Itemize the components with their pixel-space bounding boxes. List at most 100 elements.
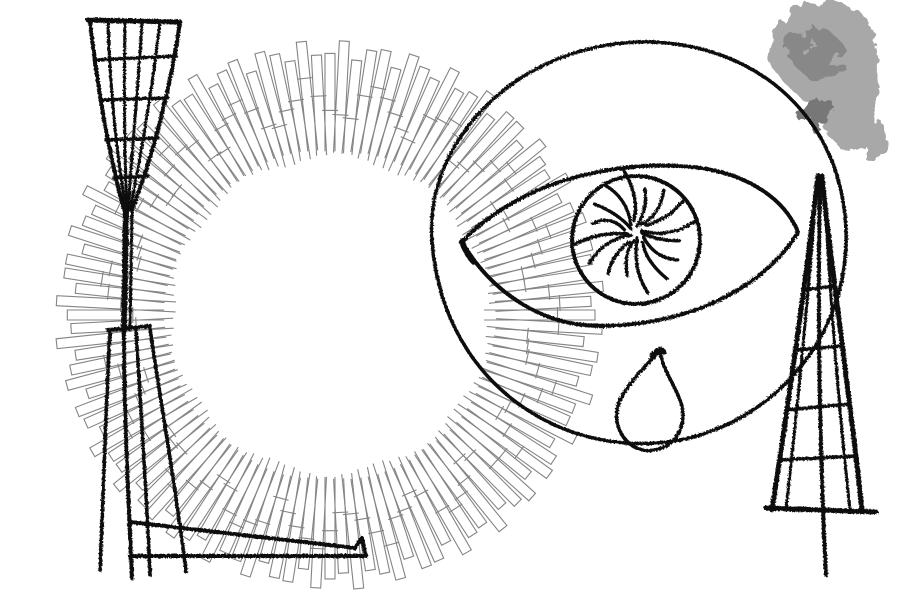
ring-hatch — [404, 87, 465, 181]
ring-hatch — [103, 180, 196, 241]
ring-hatch — [357, 466, 391, 575]
ring-hatch — [107, 400, 194, 463]
ring-tick — [159, 144, 172, 157]
ring-tick — [298, 537, 315, 540]
ring-tick — [222, 507, 237, 517]
iris-ray — [640, 240, 669, 281]
ring-tick — [448, 503, 463, 514]
ring-hatch — [405, 451, 473, 556]
ring-tick — [535, 362, 541, 379]
ring-hatch — [414, 448, 478, 539]
ring-hatch — [449, 421, 537, 502]
iris-ray — [622, 169, 638, 222]
ring-tick — [536, 387, 544, 404]
ring-hatch — [55, 295, 177, 313]
ring-tick — [254, 519, 271, 526]
ring-hatch — [478, 367, 577, 415]
bracket-left — [128, 520, 368, 558]
ring-tick — [214, 122, 229, 132]
ring-hatch — [439, 120, 525, 206]
ring-hatch — [435, 433, 507, 511]
iris-ray — [592, 202, 633, 231]
ring-tick — [199, 480, 214, 491]
ring-tick — [488, 456, 501, 470]
ring-tick — [397, 506, 413, 513]
ring-hatch — [245, 70, 285, 159]
ring-hatch — [492, 335, 599, 363]
ring-tick — [309, 547, 326, 550]
ring-hatch — [227, 58, 279, 171]
ring-hatch — [216, 69, 268, 167]
ring-tick — [454, 490, 468, 501]
ring-hatch — [449, 138, 547, 221]
iris-ray — [641, 235, 680, 262]
ring-tick — [434, 116, 450, 126]
ring-tick — [489, 159, 502, 173]
ring-hatch — [447, 408, 533, 481]
ring-hatch — [125, 129, 219, 216]
ring-hatch — [466, 192, 563, 249]
ring-tick — [457, 475, 471, 487]
ring-hatch — [135, 416, 217, 492]
iris-ray — [606, 240, 631, 276]
ring-hatch — [137, 427, 218, 508]
eye — [459, 163, 801, 329]
ring-hatch — [384, 467, 433, 570]
ring-hatch — [183, 93, 247, 182]
ring-tick — [278, 108, 295, 113]
ring-hatch — [460, 155, 547, 223]
ring-tick — [100, 270, 104, 287]
ring-tick — [514, 445, 525, 460]
ring-tick — [149, 193, 160, 208]
ring-hatch — [485, 325, 585, 348]
ring-hatch — [387, 76, 441, 176]
ring-hatch — [230, 457, 280, 563]
ring-hatch — [372, 53, 420, 169]
ring-tick — [228, 521, 245, 529]
ring-hatch — [64, 253, 170, 287]
ring-tick — [175, 144, 188, 156]
ring-hatch — [200, 453, 264, 563]
iris-ray — [639, 188, 666, 227]
ring-hatch — [341, 59, 363, 155]
ring-hatch — [239, 471, 285, 578]
ring-hatch — [388, 456, 445, 563]
ring-tick — [368, 529, 385, 535]
ring-tick — [422, 113, 438, 123]
ring-tick — [530, 216, 538, 232]
ring-hatch — [384, 65, 431, 162]
ring-hatch — [164, 438, 232, 518]
ring-hatch — [367, 473, 407, 581]
ring-tick — [227, 98, 243, 107]
ring-hatch — [324, 477, 336, 580]
ring-hatch — [486, 351, 580, 387]
ring-hatch — [333, 478, 350, 574]
woven-cone-right — [763, 173, 879, 577]
iris-ray — [640, 231, 681, 243]
ring-hatch — [268, 475, 302, 580]
eye-circle — [429, 40, 848, 446]
ring-tick — [536, 239, 543, 255]
ring-hatch — [85, 359, 178, 400]
iris-ray — [603, 183, 633, 227]
ring-hatch — [495, 318, 603, 335]
ring-tick — [558, 294, 561, 312]
ring-hatch — [112, 414, 205, 493]
ring-tick — [117, 363, 123, 380]
ring-hatch — [415, 90, 479, 180]
ring-tick — [119, 296, 122, 313]
ring-hatch — [476, 211, 587, 264]
ring-hatch — [310, 476, 328, 589]
ring-hatch — [295, 40, 319, 152]
ring-tick — [502, 423, 513, 438]
whisk-broom-left — [85, 17, 188, 580]
ring-tick — [503, 178, 515, 192]
gray-stain — [768, 5, 883, 155]
ring-hatch — [69, 343, 171, 376]
ring-tick — [379, 96, 396, 102]
ring-hatch — [421, 443, 488, 529]
ring-hatch — [448, 139, 524, 209]
ring-tick — [370, 85, 387, 91]
ring-hatch — [258, 464, 295, 564]
